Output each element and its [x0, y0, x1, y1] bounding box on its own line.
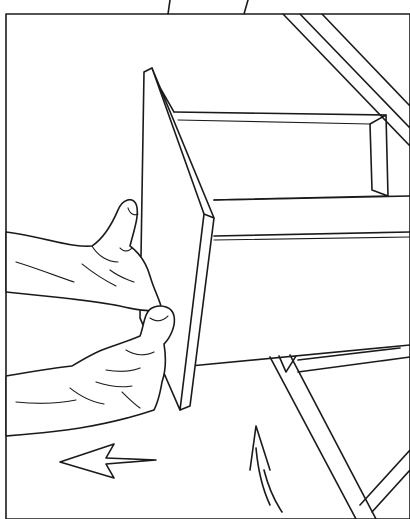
upper-brace — [282, 13, 410, 147]
curved-up-arrow-icon — [249, 425, 283, 513]
hand-icon — [5, 305, 176, 437]
drawer-back-rim — [173, 111, 389, 201]
drawer-back-panel-edge — [369, 123, 389, 197]
top-leg-right — [243, 0, 249, 15]
drawer-side-top — [213, 231, 410, 237]
hand-icon — [5, 198, 163, 312]
lower-rail — [269, 347, 410, 519]
top-leg-left — [167, 0, 171, 15]
drawer-bottom-edge — [189, 344, 410, 367]
left-arrow-icon — [59, 443, 157, 479]
